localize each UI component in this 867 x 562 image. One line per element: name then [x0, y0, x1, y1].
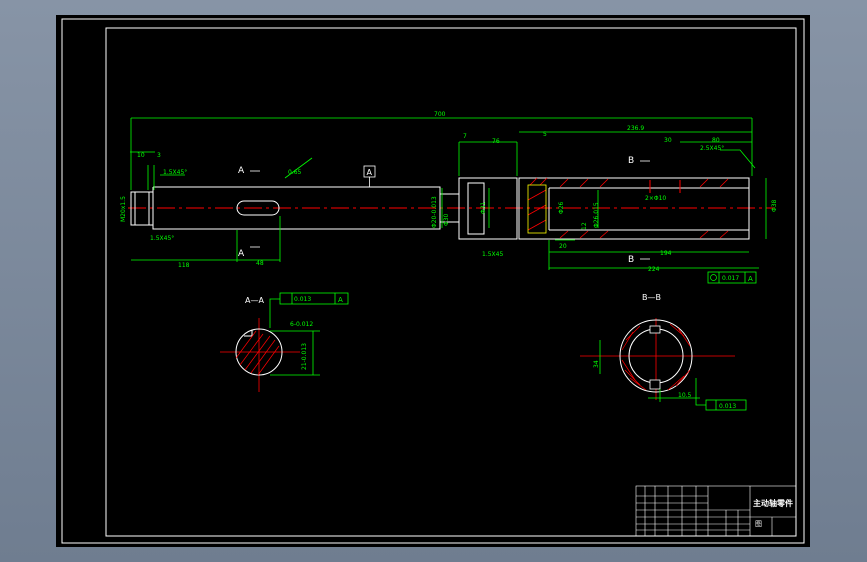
dim-10: 10 — [137, 152, 145, 159]
section-hatch — [527, 177, 729, 239]
dim-80: 80 — [712, 137, 720, 144]
dim-chamfer-left: 1.5X45° — [163, 169, 187, 176]
dim-overall: 700 — [434, 111, 446, 118]
aa-dia-dim: 21-0.013 — [301, 343, 308, 370]
dim-2369: 236.9 — [627, 125, 644, 132]
dim-5: 5 — [543, 131, 547, 138]
runout-datum: A — [748, 275, 753, 283]
section-aa-title: A—A — [245, 296, 264, 305]
aa-key-dim: 6-0.012 — [290, 321, 313, 328]
cut-b-top: B — [628, 156, 634, 166]
dim-20: 20 — [559, 243, 567, 250]
dimension-lines — [130, 117, 767, 270]
outer-border — [61, 18, 805, 544]
dim-chamfer-left2: 1.5X45° — [150, 235, 174, 242]
dim-dia-mid2: Φ30 — [443, 213, 450, 226]
aa-tol-datum: A — [338, 296, 343, 304]
section-bb-title: B—B — [642, 293, 661, 302]
keyway-slot — [236, 200, 280, 216]
bb-dim2: 10.5 — [678, 392, 692, 399]
sheet-label: 图 — [755, 520, 762, 528]
dim-keyway: 2×Φ10 — [645, 195, 666, 202]
bb-tol-value: 0.013 — [719, 403, 736, 410]
dim-dia-step: Φ31 — [480, 201, 487, 214]
shaft-view — [128, 177, 775, 240]
dim-dia-out: Φ38 — [771, 199, 778, 212]
runout-icon — [710, 274, 717, 281]
dim-12: 12 — [581, 222, 588, 230]
cut-a-top: A — [238, 166, 245, 176]
dim-194: 194 — [660, 250, 672, 257]
aa-tol-value: 0.013 — [294, 296, 311, 303]
runout-frame: 0.017 A — [707, 271, 757, 284]
dim-48: 48 — [256, 260, 264, 267]
dim-thread: M20x1.5 — [120, 196, 127, 222]
cut-a-bottom: A — [238, 249, 245, 259]
runout-value: 0.017 — [722, 275, 739, 282]
dim-dia-bore: Φ26 — [558, 201, 565, 214]
dim-76: 76 — [492, 138, 500, 145]
dim-dia-bore2: Φ26.015 — [593, 202, 600, 228]
bb-dim: 34 — [593, 360, 600, 368]
dim-30: 30 — [664, 137, 672, 144]
inner-border — [105, 27, 797, 537]
dim-224: 224 — [648, 266, 660, 273]
section-highlight — [527, 184, 547, 234]
dim-118: 118 — [178, 262, 190, 269]
dim-7: 7 — [463, 133, 467, 140]
dim-chamfer-mid: 1.5X45 — [482, 251, 503, 258]
dim-chamfer-right: 2.5X45° — [700, 145, 724, 152]
dim-3: 3 — [157, 152, 161, 159]
dim-dia-mid: Φ20-0.013 — [431, 196, 438, 228]
section-aa: 0.013 A 6-0.012 21-0.013 — [220, 292, 349, 392]
section-bb: 34 10.5 0.013 — [580, 318, 747, 411]
collar — [458, 177, 518, 240]
cut-b-bottom: B — [628, 255, 634, 265]
dim-flat: 0.65 — [288, 169, 302, 176]
shaft-segment-left — [152, 186, 441, 230]
drawing-canvas[interactable] — [56, 15, 810, 547]
part-name: 主动轴零件 — [753, 498, 793, 508]
title-block — [635, 485, 797, 537]
datum-a-label: A — [367, 168, 373, 177]
